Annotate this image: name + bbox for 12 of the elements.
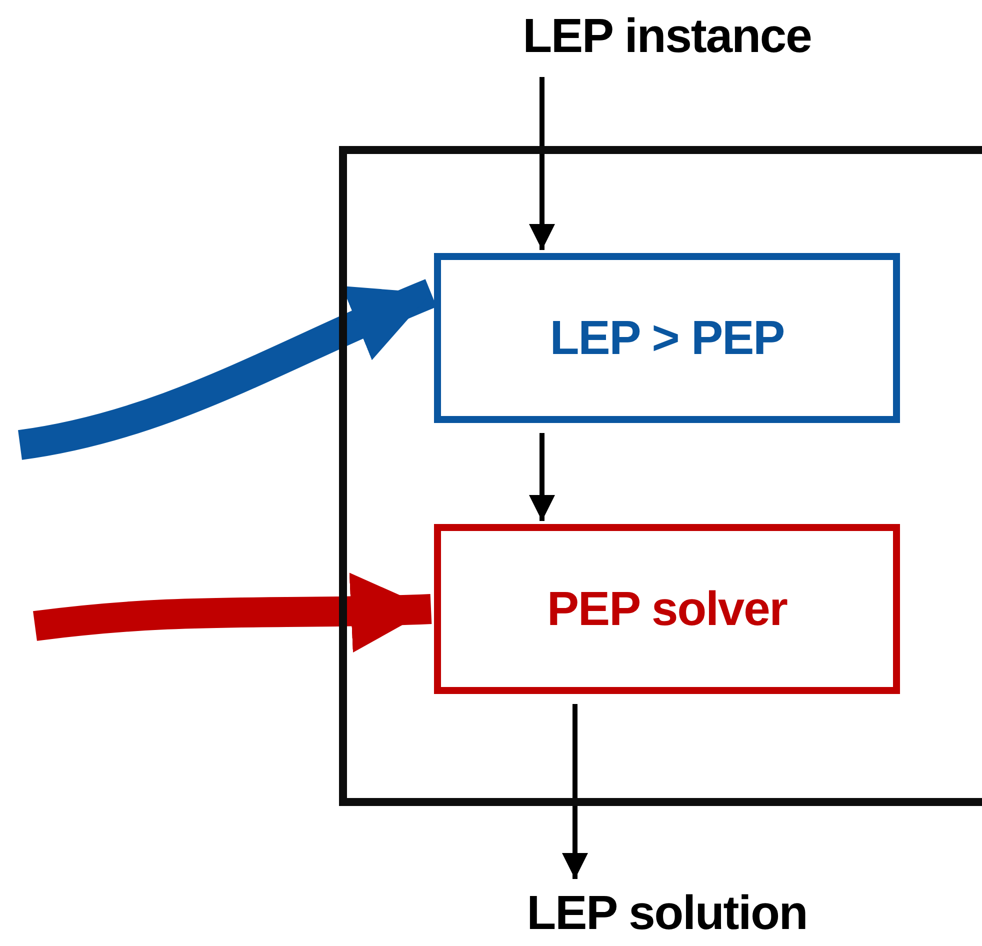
arrow (529, 77, 555, 250)
arrow (529, 433, 555, 521)
curved-arrow (18, 279, 437, 460)
system-frame (339, 146, 982, 806)
arrow (562, 704, 588, 879)
text-label: LEP solution (526, 886, 808, 940)
process-box (434, 253, 900, 423)
curved-arrow (33, 572, 432, 652)
process-box (434, 524, 900, 694)
box-label: LEP > PEP (550, 310, 784, 366)
text-label: LEP instance (522, 8, 812, 64)
box-label: PEP solver (547, 582, 787, 636)
